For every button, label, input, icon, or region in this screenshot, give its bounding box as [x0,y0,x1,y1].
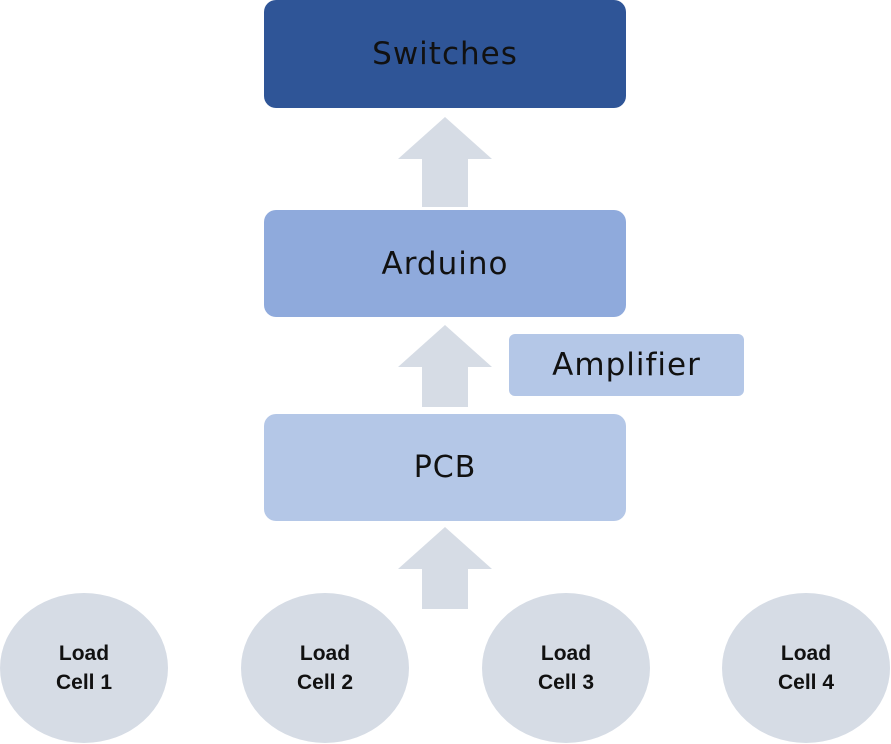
load-cell-label-line1: Load [540,642,592,665]
pcb-node: PCB [264,414,626,521]
load-cell-label-line2: Cell 2 [296,671,354,694]
load-cell-label-line2: Cell 3 [537,671,595,694]
load-cell-label-line1: Load [299,642,351,665]
load-cell-1: Load Cell 1 [0,593,168,743]
load-cell-3: Load Cell 3 [482,593,650,743]
load-cell-label-line2: Cell 4 [777,671,835,694]
load-cell-label-line1: Load [780,642,832,665]
arrow-up-icon [398,527,492,609]
amplifier-node: Amplifier [509,334,744,396]
arduino-node: Arduino [264,210,626,317]
arrow-up-icon [398,117,492,207]
arrow-up-icon [398,325,492,407]
load-cell-label-line1: Load [58,642,110,665]
load-cell-4: Load Cell 4 [722,593,890,743]
switches-node: Switches [264,0,626,108]
load-cell-label-line2: Cell 1 [55,671,113,694]
load-cell-2: Load Cell 2 [241,593,409,743]
